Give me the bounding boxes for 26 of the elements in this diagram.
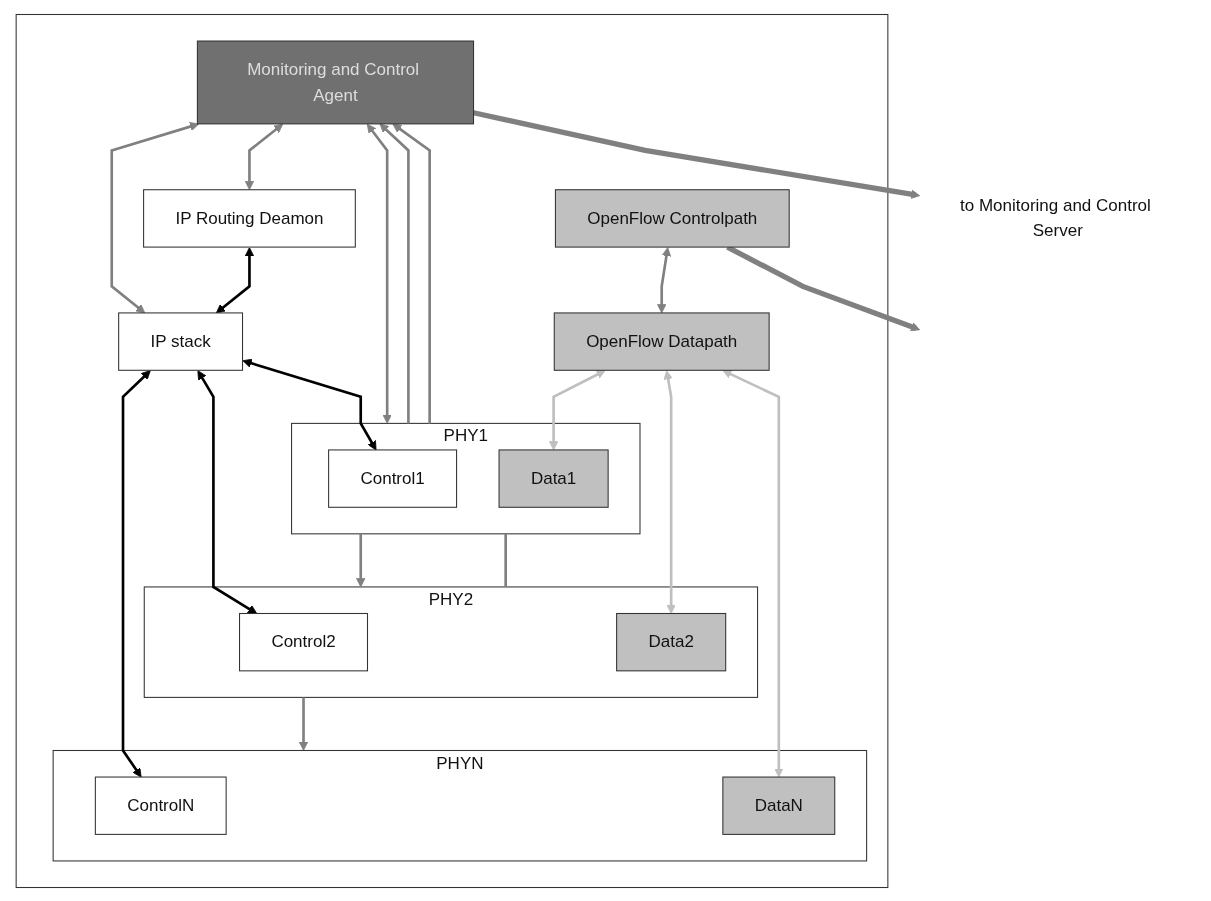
text-label: to Monitoring and Control Server	[959, 195, 1151, 240]
arrow	[548, 369, 606, 450]
process-box: IP Routing Deamon	[142, 188, 356, 248]
arrow	[244, 123, 283, 190]
process-box: Control2	[238, 612, 368, 671]
arrow	[391, 122, 431, 423]
arrow	[366, 123, 392, 424]
process-box: DataN	[721, 776, 835, 835]
arrow	[656, 246, 671, 313]
arrow	[242, 358, 376, 450]
process-box: Control1	[327, 448, 457, 508]
arrow	[109, 121, 199, 313]
process-box: OpenFlow Controlpath	[554, 188, 790, 248]
arrow	[196, 369, 257, 614]
process-box: IP stack	[117, 311, 243, 371]
arrow	[721, 369, 783, 777]
arrow	[121, 369, 151, 777]
process-box: Monitoring and Control Agent	[196, 40, 474, 124]
arrow	[298, 696, 308, 751]
arrow	[379, 122, 410, 423]
arrow	[355, 533, 365, 587]
process-box: Data1	[498, 448, 609, 508]
process-box: Data2	[615, 612, 726, 671]
arrow	[215, 246, 254, 313]
process-box: OpenFlow Datapath	[553, 311, 770, 371]
process-box: ControlN	[94, 776, 227, 835]
